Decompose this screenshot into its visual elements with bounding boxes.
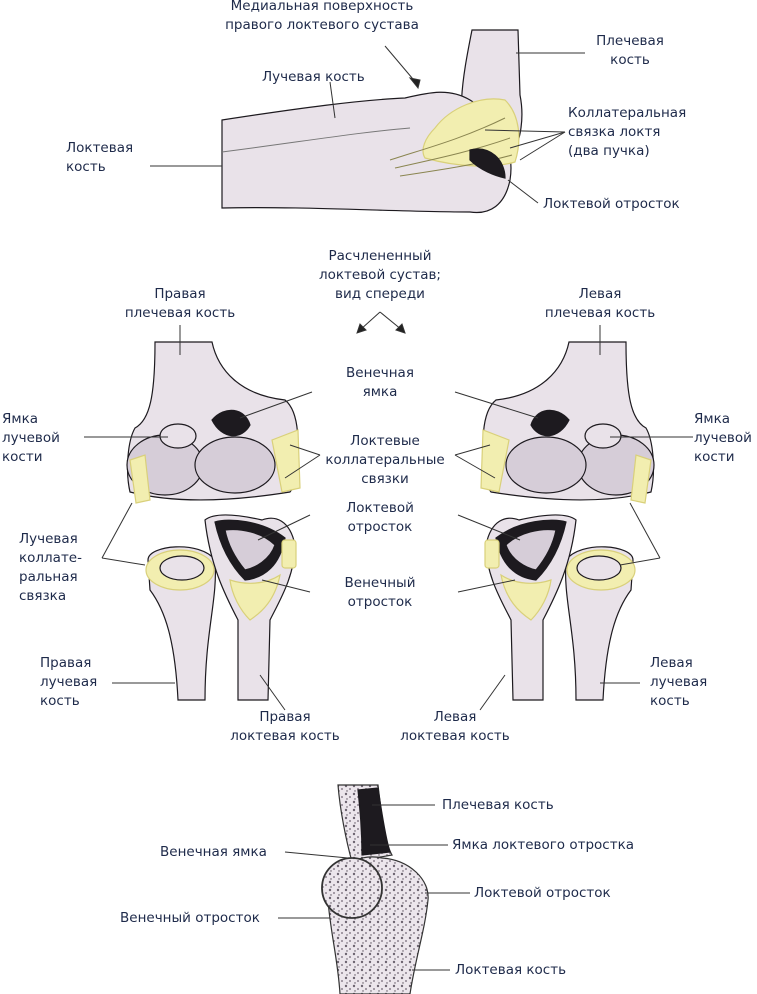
top-radius-line xyxy=(221,127,411,153)
label-bottom-ulna: Локтевая кость xyxy=(455,962,567,978)
label-top-humerus: Плечевая кость xyxy=(596,33,664,68)
label-radial-collateral: Лучевая коллате- ральная связка xyxy=(19,531,82,604)
label-middle-title: Расчлененный локтевой сустав; вид сперед… xyxy=(319,248,441,302)
right-coronoid-fossa-dark xyxy=(211,409,251,437)
label-bottom-olecranon-fossa: Ямка локтевого отростка xyxy=(452,837,635,853)
right-trochlea xyxy=(194,436,276,494)
label-top-collateral: Коллатеральная связка локтя (два пучка) xyxy=(568,105,687,159)
label-bottom-olecranon: Локтевой отросток xyxy=(474,885,611,901)
bottom-olecranon-fossa-dark xyxy=(357,787,391,856)
leader-lines xyxy=(84,45,693,971)
middle-left-arm xyxy=(480,341,655,701)
right-radius-head-top xyxy=(159,555,205,581)
middle-right-arm xyxy=(126,341,301,701)
label-left-ulna: Левая локтевая кость xyxy=(400,709,510,744)
bottom-trochlea xyxy=(321,857,383,919)
label-ulnar-collateral: Локтевые коллатеральные связки xyxy=(325,433,445,487)
label-top-olecranon: Локтевой отросток xyxy=(543,196,680,212)
label-radial-fossa-left: Ямка лучевой кости xyxy=(2,411,60,465)
label-bottom-humerus: Плечевая кость xyxy=(442,797,554,813)
right-radial-lig xyxy=(129,454,151,504)
label-radial-fossa-right: Ямка лучевой кости xyxy=(694,411,752,465)
label-bottom-coronoid-fossa: Венечная ямка xyxy=(160,844,267,860)
bottom-section xyxy=(321,784,429,994)
right-ulna-stub xyxy=(281,539,297,569)
right-trochlear-surface xyxy=(224,528,276,571)
label-right-radius: Правая лучевая кость xyxy=(40,655,98,709)
right-ulna-lig xyxy=(229,573,281,621)
label-bottom-coronoid-process: Венечный отросток xyxy=(120,910,260,926)
label-coronoid-fossa: Венечная ямка xyxy=(346,365,414,400)
top-medial-view xyxy=(221,29,523,214)
label-left-radius: Левая лучевая кость xyxy=(650,655,708,709)
label-olecranon: Локтевой отросток xyxy=(346,500,414,535)
label-coronoid-process: Венечный отросток xyxy=(344,575,416,610)
label-left-humerus: Левая плечевая кость xyxy=(544,286,656,321)
right-radial-fossa xyxy=(159,423,197,449)
top-ligament-fibres xyxy=(389,117,513,177)
label-medial-surface: Медиальная поверхность правого локтевого… xyxy=(225,0,419,33)
top-olecranon-dark xyxy=(469,148,506,179)
label-right-ulna: Правая локтевая кость xyxy=(230,709,340,744)
label-top-radius: Лучевая кость xyxy=(262,69,365,85)
label-top-ulna: Локтевая кость xyxy=(66,140,134,175)
label-right-humerus: Правая плечевая кость xyxy=(124,286,236,321)
